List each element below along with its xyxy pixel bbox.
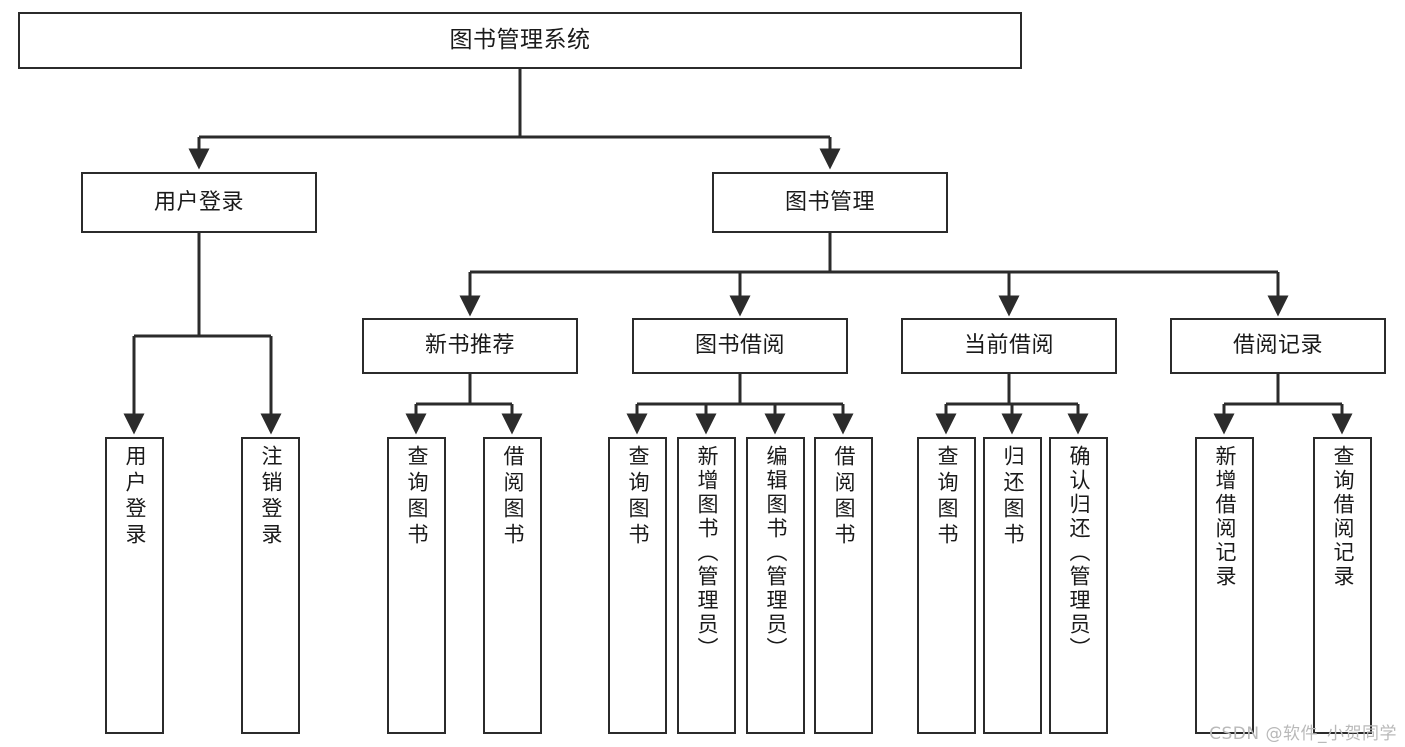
node-leaf-query-borrow-record[interactable]: 查询借阅记录 (1313, 437, 1372, 734)
node-root-book-management-system[interactable]: 图书管理系统 (18, 12, 1022, 69)
node-borrowing-record[interactable]: 借阅记录 (1170, 318, 1386, 374)
node-label: 归还图书 (1001, 445, 1025, 549)
node-label: 新书推荐 (424, 333, 515, 359)
node-label: 图书管理系统 (449, 26, 591, 53)
node-new-book-recommendation[interactable]: 新书推荐 (362, 318, 578, 374)
node-label: 编辑图书（管理员） (764, 445, 788, 661)
node-label: 当前借阅 (963, 333, 1054, 359)
node-label: 查询图书 (935, 445, 959, 549)
node-label: 用户登录 (153, 189, 244, 215)
node-leaf-add-book-admin[interactable]: 新增图书（管理员） (677, 437, 736, 734)
node-book-borrowing[interactable]: 图书借阅 (632, 318, 848, 374)
node-label: 借阅图书 (832, 445, 856, 549)
node-leaf-user-login[interactable]: 用户登录 (105, 437, 164, 734)
node-leaf-add-borrow-record[interactable]: 新增借阅记录 (1195, 437, 1254, 734)
node-current-borrowing[interactable]: 当前借阅 (901, 318, 1117, 374)
node-leaf-borrow-books-recommend[interactable]: 借阅图书 (483, 437, 542, 734)
node-label: 借阅记录 (1232, 333, 1323, 359)
node-label: 确认归还（管理员） (1067, 445, 1091, 661)
node-leaf-query-books-recommend[interactable]: 查询图书 (387, 437, 446, 734)
node-label: 查询图书 (405, 445, 429, 549)
node-leaf-logout[interactable]: 注销登录 (241, 437, 300, 734)
node-label: 新增借阅记录 (1213, 445, 1237, 589)
node-label: 借阅图书 (501, 445, 525, 549)
node-label: 查询借阅记录 (1331, 445, 1355, 589)
node-label: 用户登录 (123, 445, 147, 549)
node-label: 注销登录 (259, 445, 283, 549)
node-leaf-return-books[interactable]: 归还图书 (983, 437, 1042, 734)
watermark: CSDN @软件_小贺同学 (1209, 724, 1397, 744)
node-label: 新增图书（管理员） (695, 445, 719, 661)
node-leaf-edit-book-admin[interactable]: 编辑图书（管理员） (746, 437, 805, 734)
node-label: 图书借阅 (694, 333, 785, 359)
node-leaf-query-books-borrow[interactable]: 查询图书 (608, 437, 667, 734)
node-leaf-confirm-return-admin[interactable]: 确认归还（管理员） (1049, 437, 1108, 734)
node-user-login[interactable]: 用户登录 (81, 172, 317, 233)
node-label: 查询图书 (626, 445, 650, 549)
node-leaf-borrow-books[interactable]: 借阅图书 (814, 437, 873, 734)
node-book-management[interactable]: 图书管理 (712, 172, 948, 233)
node-leaf-query-books-current[interactable]: 查询图书 (917, 437, 976, 734)
node-label: 图书管理 (784, 189, 875, 215)
